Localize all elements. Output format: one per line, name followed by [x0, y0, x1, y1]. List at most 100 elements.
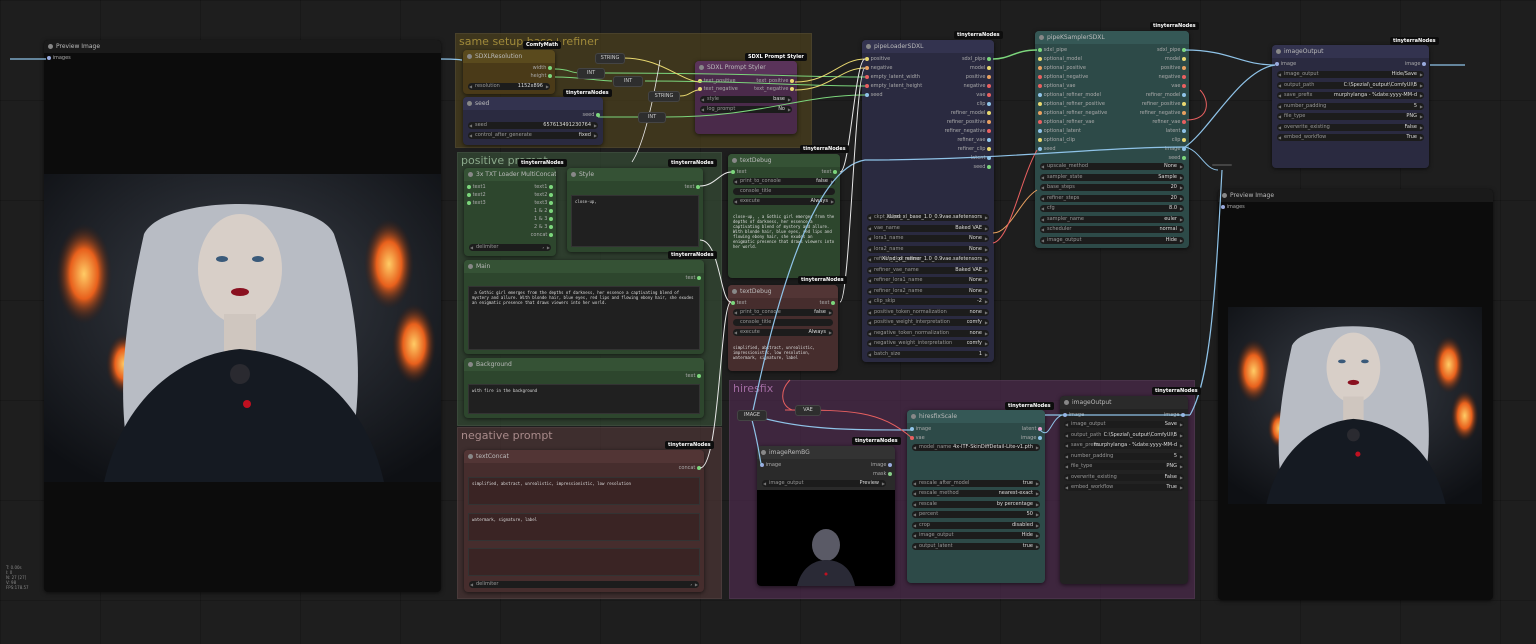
output-dot[interactable] — [987, 164, 991, 169]
output-seed[interactable]: seed — [582, 112, 600, 118]
pipe-ksampler-input[interactable]: optional_refiner_negative — [1038, 110, 1107, 116]
pipe-ksampler-input[interactable]: optional_refiner_positive — [1038, 101, 1105, 107]
input-dot[interactable] — [1038, 101, 1042, 106]
text-concat-textarea-2[interactable]: watermark, signature, label — [468, 513, 700, 541]
input-text2[interactable]: text2 — [467, 192, 486, 198]
input-text-negative[interactable]: text_negative — [698, 86, 738, 92]
reroute-small[interactable] — [1212, 164, 1232, 166]
pipe-loader-input[interactable]: seed — [865, 92, 883, 98]
pipe-loader-input[interactable]: positive — [865, 56, 890, 62]
pipe-loader-output[interactable]: negative — [964, 83, 991, 89]
pipe-ksampler-input[interactable]: sdxl_pipe — [1038, 47, 1067, 53]
text-debug-node-1[interactable]: textDebug text text print_to_consolefals… — [728, 154, 840, 278]
input-dot[interactable] — [865, 56, 869, 61]
pipe-ksampler-input[interactable]: optional_vae — [1038, 83, 1075, 89]
pipe-loader-output[interactable]: latent — [971, 155, 991, 161]
output-dot[interactable] — [1038, 435, 1042, 440]
sdxl-resolution-node[interactable]: SDXLResolution width height resolution11… — [463, 50, 555, 94]
output-dot[interactable] — [549, 216, 553, 221]
delimiter-widget[interactable]: delimiter, — [469, 244, 551, 251]
input-text3[interactable]: text3 — [467, 200, 486, 206]
pipe-ksampler-output[interactable]: model — [1165, 56, 1186, 62]
input-dot[interactable] — [731, 300, 735, 305]
pipe-ksampler-input[interactable]: optional_refiner_vae — [1038, 119, 1094, 125]
output-dot[interactable] — [1182, 155, 1186, 160]
output-dot[interactable] — [833, 169, 837, 174]
input-dot[interactable] — [1038, 74, 1042, 79]
output-dot[interactable] — [1182, 137, 1186, 142]
output-dot[interactable] — [987, 128, 991, 133]
delimiter-widget[interactable]: delimiter, — [469, 581, 699, 588]
input-dot[interactable] — [1038, 92, 1042, 97]
input-dot[interactable] — [1038, 137, 1042, 142]
image-output-node-1[interactable]: imageOutput image image image_outputHide… — [1272, 45, 1429, 168]
widget-row[interactable]: model_name4x-ITF-SkinDiffDetail-Lite-v1.… — [912, 444, 1040, 451]
output-dot[interactable] — [790, 78, 794, 83]
pipe-ksampler-input[interactable]: optional_positive — [1038, 65, 1086, 71]
output-text-positive[interactable]: text_positive — [756, 78, 794, 84]
pipe-loader-output[interactable]: clip — [977, 101, 991, 107]
pipe-ksampler-output[interactable]: refiner_vae — [1152, 119, 1186, 125]
output-width[interactable]: width — [533, 65, 552, 71]
output-dot[interactable] — [831, 300, 835, 305]
debug-textarea[interactable]: simplified, abstract, unrealistic, impre… — [733, 345, 818, 360]
input-image[interactable]: image — [760, 462, 781, 468]
pipe-loader-output[interactable]: refiner_model — [951, 110, 991, 116]
output-image[interactable]: image — [871, 462, 892, 468]
pipe-ksampler-output[interactable]: latent — [1166, 128, 1186, 134]
input-dot[interactable] — [1275, 61, 1279, 66]
pipe-loader-output[interactable]: refiner_vae — [957, 137, 991, 143]
output-1-3[interactable]: 1 & 3 — [534, 216, 553, 222]
widget-row[interactable]: refiner_ckpt_nameXL\sd_xl_refiner_1.0_0.… — [867, 256, 989, 263]
output-dot[interactable] — [1182, 110, 1186, 115]
output-dot[interactable] — [888, 471, 892, 476]
output-text[interactable]: text — [686, 275, 701, 281]
widget-row[interactable]: ckpt_nameXL\sd_xl_base_1.0_0.9vae.safete… — [867, 214, 989, 221]
hiresfix-output[interactable]: image — [1021, 435, 1042, 441]
pipe-ksampler-sdxl-node[interactable]: pipeKSamplerSDXL sdxl_pipe optional_mode… — [1035, 31, 1189, 248]
reroute-int-2[interactable]: INT — [613, 76, 643, 87]
input-dot[interactable] — [1038, 47, 1042, 52]
output-dot[interactable] — [548, 65, 552, 70]
image-remove-bg-node[interactable]: imageRemBG image image mask image_output… — [757, 446, 895, 586]
console-title-widget[interactable]: console_title — [733, 319, 833, 326]
preview-image-node-left[interactable]: Preview Image images — [44, 40, 441, 592]
pipe-ksampler-input[interactable]: seed — [1038, 146, 1056, 152]
main-text-node[interactable]: Main text a Gothic girl emerges from the… — [464, 260, 704, 354]
output-height[interactable]: height — [530, 73, 552, 79]
pipe-ksampler-output[interactable]: refiner_negative — [1140, 110, 1186, 116]
pipe-ksampler-input[interactable]: optional_model — [1038, 56, 1082, 62]
output-dot[interactable] — [987, 74, 991, 79]
text-concat-textarea-1[interactable]: simplified, abstract, unrealistic, impre… — [468, 477, 700, 505]
output-text[interactable]: text — [822, 169, 837, 175]
output-dot[interactable] — [596, 112, 600, 117]
input-dot[interactable] — [865, 65, 869, 70]
output-dot[interactable] — [987, 137, 991, 142]
output-dot[interactable] — [549, 200, 553, 205]
preview-image-node-right[interactable]: Preview Image images — [1218, 189, 1493, 600]
output-text2[interactable]: text2 — [534, 192, 553, 198]
